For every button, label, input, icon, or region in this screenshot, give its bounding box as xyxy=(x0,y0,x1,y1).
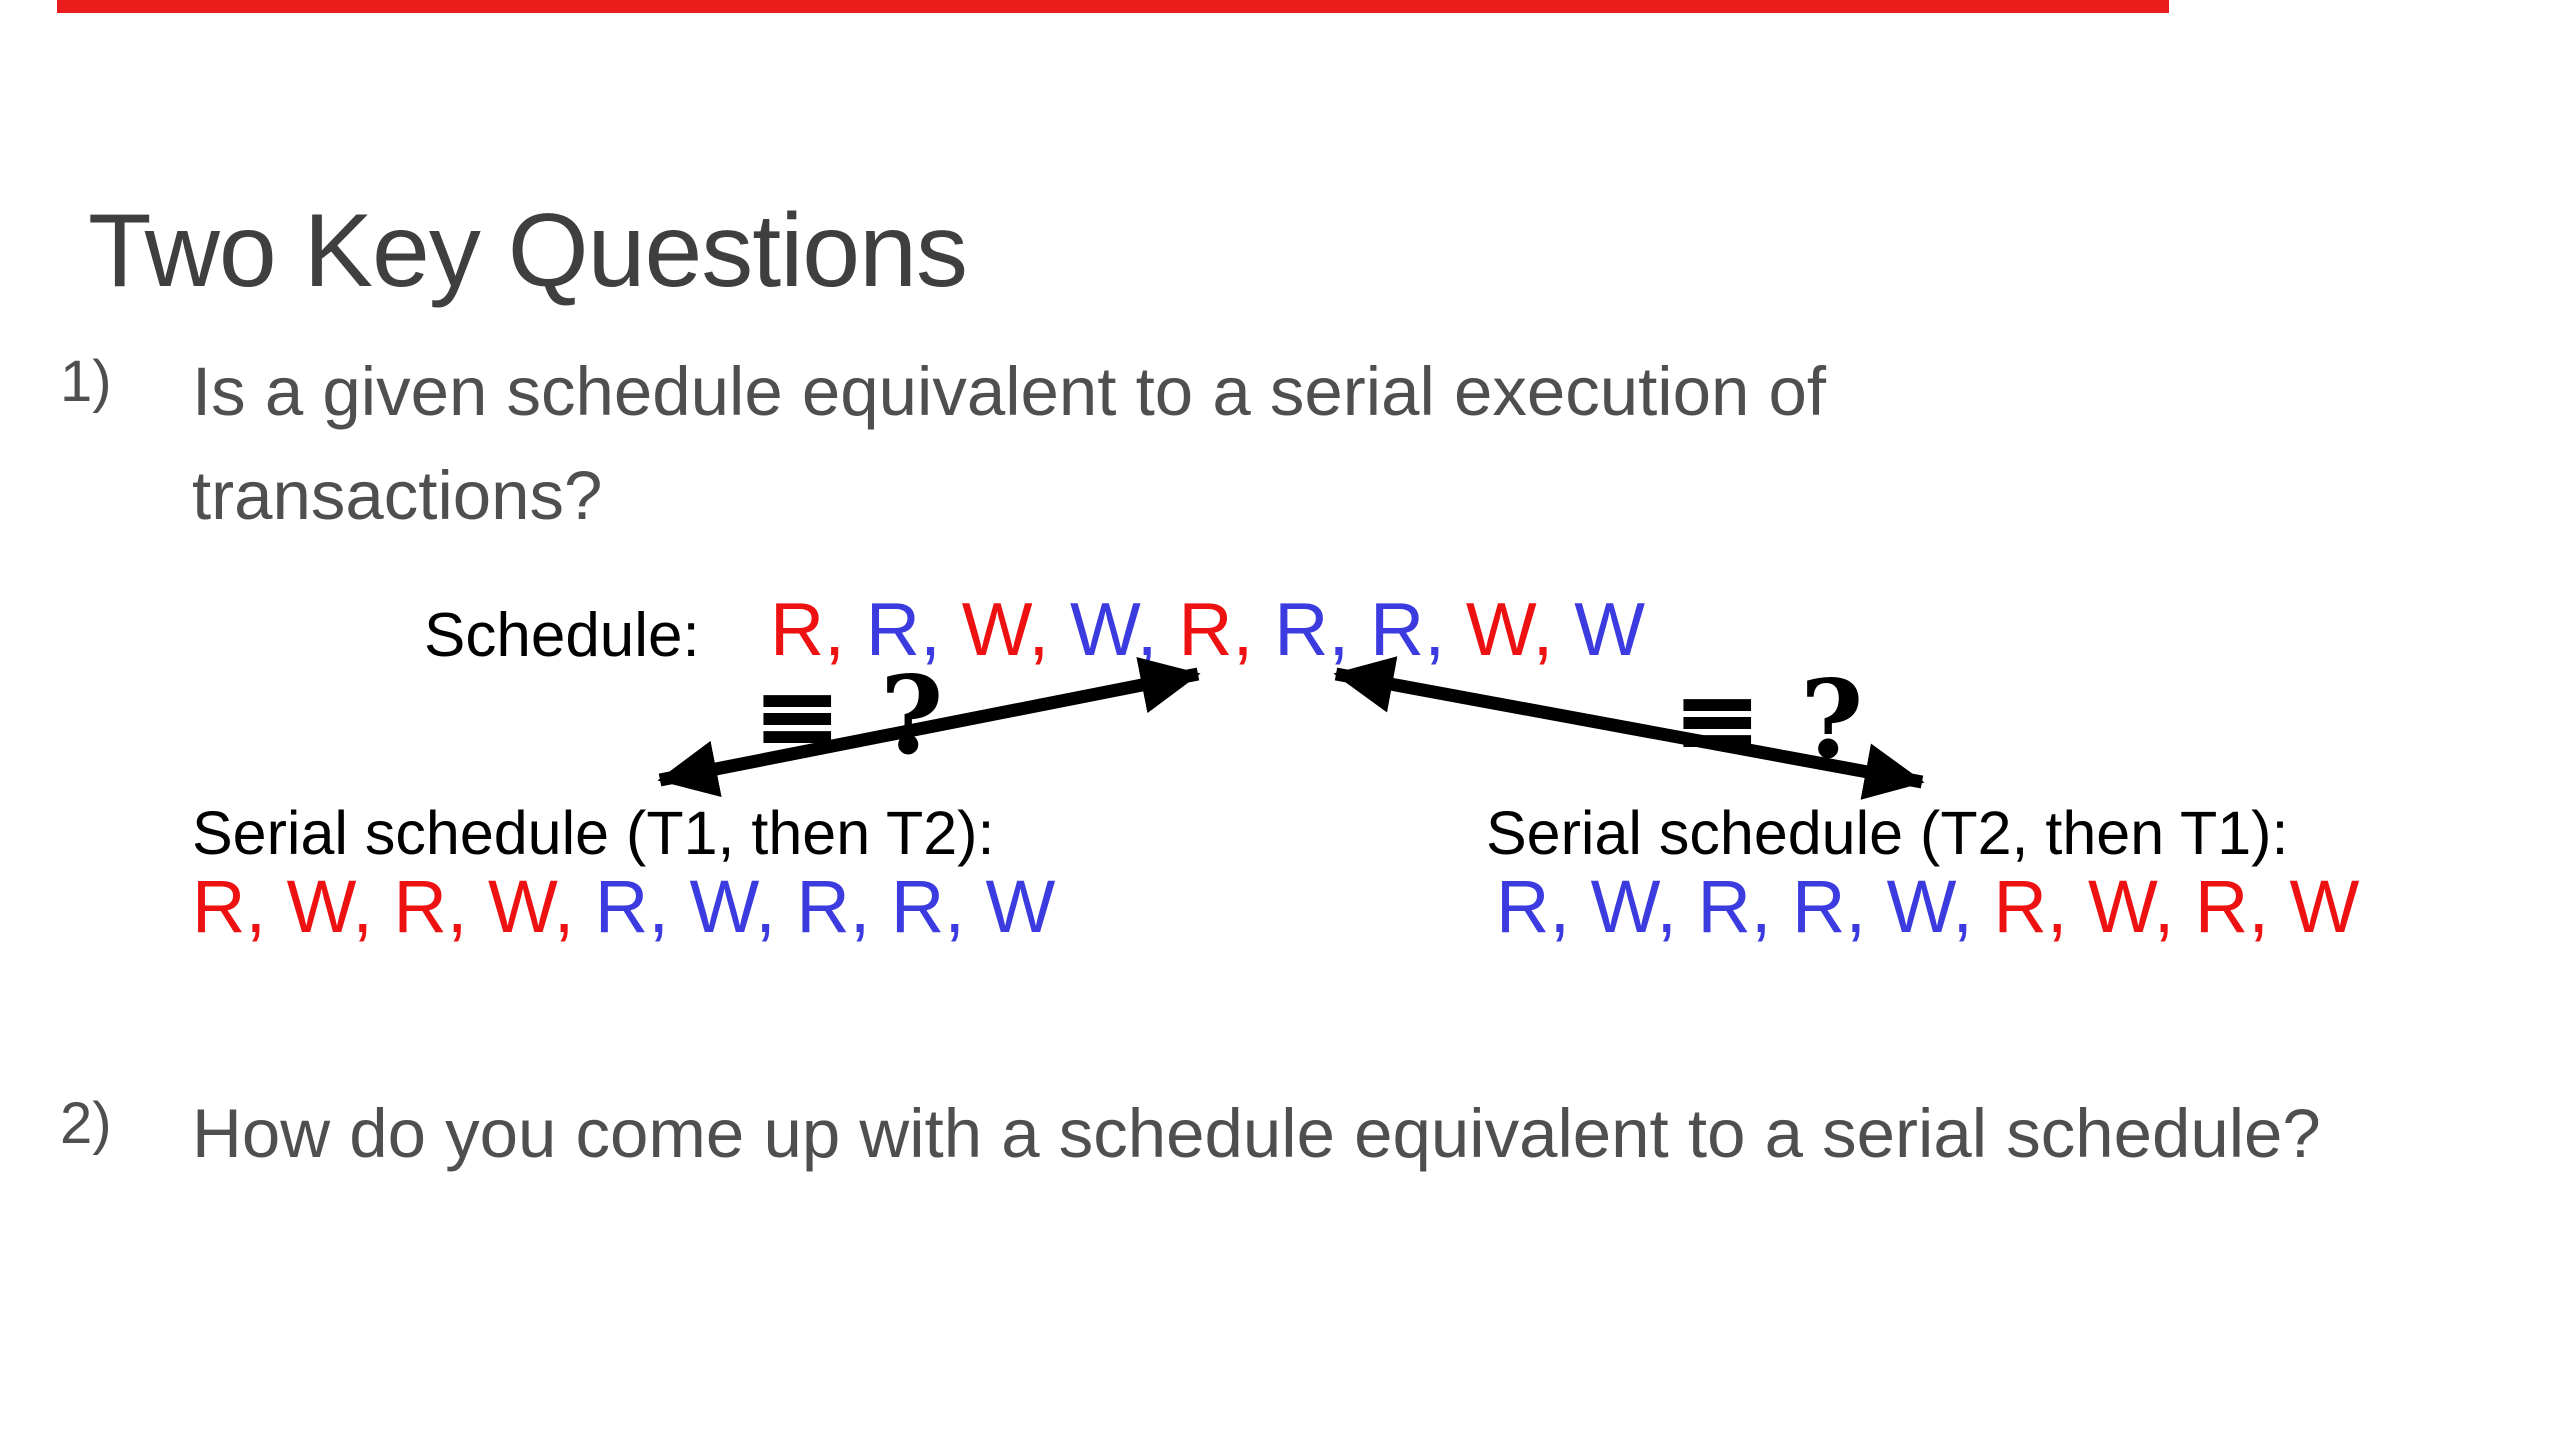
serial-schedule-left-label: Serial schedule (T1, then T2): xyxy=(192,799,995,867)
operation-token: W, xyxy=(689,865,797,948)
operation-token: R, xyxy=(192,865,287,948)
operation-token: W, xyxy=(2088,865,2195,948)
operation-token: W xyxy=(985,865,1056,948)
operation-token: R, xyxy=(890,865,986,948)
operation-token: R, xyxy=(1792,865,1887,948)
operation-token: W, xyxy=(1886,865,1994,948)
serial-schedule-right-label: Serial schedule (T2, then T1): xyxy=(1486,799,2289,867)
operation-token: W, xyxy=(961,587,1071,671)
question-1-number: 1) xyxy=(60,349,112,414)
question-2-text: How do you come up with a schedule equiv… xyxy=(192,1095,2321,1172)
operation-token: W, xyxy=(286,865,394,948)
question-2-number: 2) xyxy=(60,1091,112,1156)
operation-token: R, xyxy=(1697,865,1793,948)
operation-token: W xyxy=(2289,865,2360,948)
operation-token: R, xyxy=(1178,587,1275,671)
top-accent-bar xyxy=(57,0,2169,13)
equivalence-question-left: ≡ ? xyxy=(752,653,944,779)
operation-token: R, xyxy=(1370,587,1466,671)
operation-token: R, xyxy=(796,865,891,948)
operation-token: W xyxy=(1574,587,1645,671)
page-title: Two Key Questions xyxy=(88,192,968,309)
operation-token: W, xyxy=(1465,587,1575,671)
operation-token: R, xyxy=(1993,865,2089,948)
operation-token: R, xyxy=(2194,865,2290,948)
operation-token: R, xyxy=(1274,587,1371,671)
schedule-label: Schedule: xyxy=(424,601,700,670)
operation-token: R, xyxy=(393,865,489,948)
equivalence-question-right: ≡ ? xyxy=(1672,657,1864,783)
operation-token: W, xyxy=(488,865,595,948)
operation-token: W, xyxy=(1590,865,1698,948)
serial-schedule-right-sequence: R, W, R, R, W, R, W, R, W xyxy=(1496,864,2359,949)
question-1-text: Is a given schedule equivalent to a seri… xyxy=(192,353,1827,534)
operation-token: W, xyxy=(1070,587,1179,671)
serial-schedule-left-sequence: R, W, R, W, R, W, R, R, W xyxy=(192,864,1055,949)
operation-token: R, xyxy=(1496,865,1591,948)
operation-token: R, xyxy=(594,865,690,948)
